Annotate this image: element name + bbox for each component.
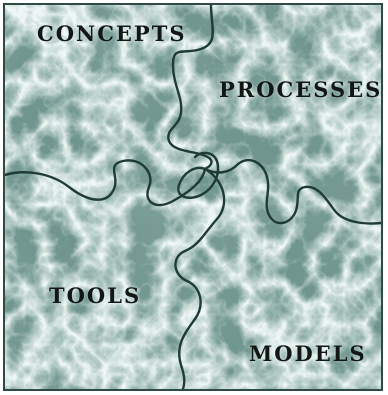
puzzle-graphic [5, 5, 381, 389]
seam-top [167, 5, 214, 171]
piece-label-concepts: CONCEPTS [37, 21, 187, 46]
piece-label-tools: TOOLS [49, 283, 142, 308]
puzzle-image: CONCEPTS PROCESSES TOOLS MODELS [3, 3, 383, 391]
seam-left [5, 159, 207, 207]
seam-center-loop [177, 151, 220, 199]
seam-bottom [174, 167, 226, 389]
piece-label-processes: PROCESSES [219, 77, 383, 102]
seam-right [203, 158, 381, 225]
piece-label-models: MODELS [249, 341, 367, 366]
